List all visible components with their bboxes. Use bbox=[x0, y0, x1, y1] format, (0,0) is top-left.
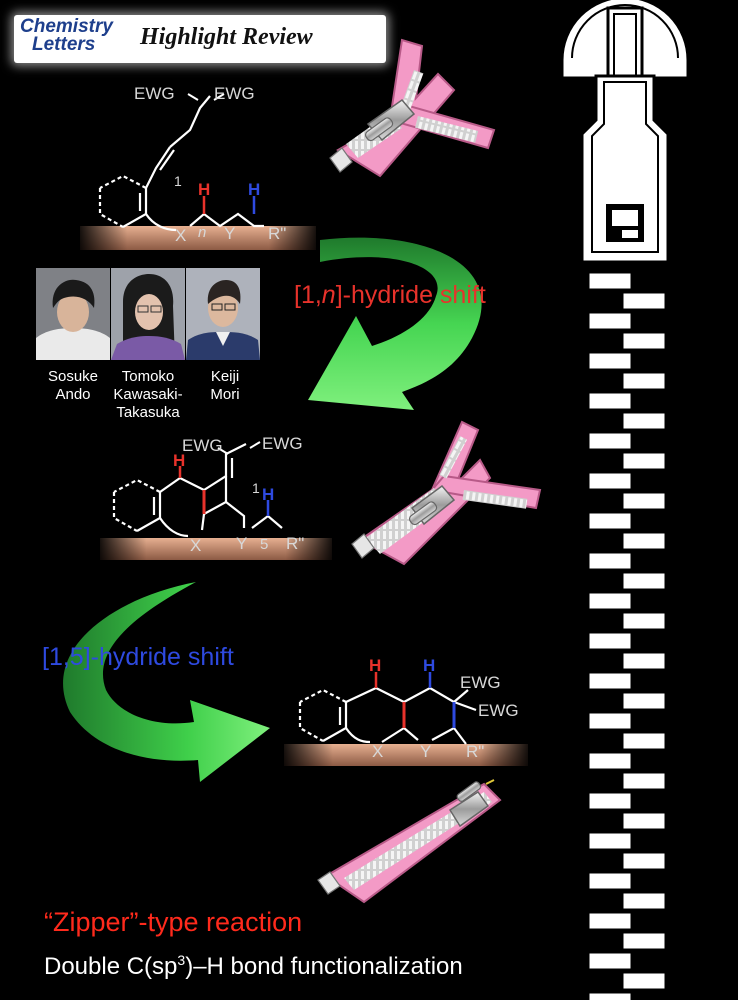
ewg-label: EWG bbox=[262, 434, 303, 453]
zipper-tooth bbox=[586, 390, 634, 412]
zipper-tooth bbox=[586, 430, 634, 452]
r-group-label: R" bbox=[286, 534, 304, 553]
curved-arrow-1 bbox=[308, 237, 482, 410]
pink-zipper-closed-icon bbox=[317, 779, 502, 904]
hydrogen-blue-label: H bbox=[423, 656, 435, 675]
zipper-tooth bbox=[586, 710, 634, 732]
hydrogen-red-label: H bbox=[173, 451, 185, 470]
zipper-tooth bbox=[620, 930, 668, 952]
position-label: 5 bbox=[260, 536, 268, 553]
author-name-3: Keiji Mori bbox=[210, 368, 240, 403]
zipper-reaction-tagline: “Zipper”-type reaction bbox=[44, 907, 303, 937]
molecule-1: EWG EWG 1 X n Y R" H H bbox=[80, 84, 316, 250]
zipper-tooth bbox=[586, 830, 634, 852]
zipper-tooth bbox=[586, 670, 634, 692]
zipper-tooth bbox=[620, 290, 668, 312]
zipper-tooth bbox=[586, 350, 634, 372]
zipper-tooth bbox=[586, 750, 634, 772]
hydrogen-red-label: H bbox=[198, 180, 210, 199]
journal-logo-line1: Chemistry bbox=[20, 16, 113, 37]
journal-banner: Chemistry Letters Highlight Review bbox=[14, 15, 386, 63]
ewg-label: EWG bbox=[182, 436, 223, 455]
journal-logo-line2: Letters bbox=[32, 34, 96, 55]
zipper-tooth bbox=[620, 810, 668, 832]
zipper-pull-head bbox=[560, 0, 690, 264]
atom-y-label: Y bbox=[236, 534, 247, 553]
atom-y-label: Y bbox=[420, 742, 431, 761]
r-group-label: R" bbox=[268, 224, 286, 243]
big-zipper-icon bbox=[560, 0, 690, 1000]
zipper-tooth bbox=[586, 590, 634, 612]
zipper-tooth bbox=[586, 270, 634, 292]
zipper-tooth bbox=[586, 950, 634, 972]
zipper-tooth bbox=[586, 550, 634, 572]
zipper-tooth bbox=[620, 570, 668, 592]
atom-y-label: Y bbox=[224, 224, 235, 243]
r-group-label: R" bbox=[466, 742, 484, 761]
ewg-label: EWG bbox=[134, 84, 175, 103]
molecule-3: EWG EWG X Y R" H H bbox=[284, 656, 528, 766]
atom-x-label: X bbox=[190, 536, 201, 555]
pink-zipper-half-open-icon bbox=[351, 420, 542, 566]
atom-x-label: X bbox=[175, 226, 186, 245]
ewg-label: EWG bbox=[460, 673, 501, 692]
pink-zipper-open-icon bbox=[329, 38, 496, 178]
zipper-tooth bbox=[620, 690, 668, 712]
zipper-tooth bbox=[620, 410, 668, 432]
functionalization-subtitle: Double C(sp3)–H bond functionalization bbox=[44, 952, 463, 980]
zipper-tooth bbox=[620, 530, 668, 552]
zipper-tooth bbox=[586, 310, 634, 332]
ewg-label: EWG bbox=[478, 701, 519, 720]
zipper-tooth bbox=[620, 370, 668, 392]
zipper-tooth bbox=[620, 450, 668, 472]
hydride-shift-n-label: [1,n]-hydride shift bbox=[294, 281, 486, 309]
author-photo-2 bbox=[111, 268, 185, 360]
banner-title: Highlight Review bbox=[140, 24, 313, 50]
curved-arrow-2 bbox=[63, 582, 270, 782]
hydrogen-blue-label: H bbox=[262, 485, 274, 504]
zipper-tooth bbox=[620, 970, 668, 992]
zipper-tooth bbox=[620, 770, 668, 792]
atom-x-label: X bbox=[372, 742, 383, 761]
zipper-tooth bbox=[620, 330, 668, 352]
hydrogen-red-label: H bbox=[369, 656, 381, 675]
zipper-tooth bbox=[620, 890, 668, 912]
journal-logo: Chemistry Letters bbox=[20, 16, 128, 58]
zipper-tooth bbox=[620, 850, 668, 872]
hydride-shift-5-label: [1,5]-hydride shift bbox=[42, 643, 234, 671]
author-photo-3 bbox=[186, 268, 260, 360]
ewg-label: EWG bbox=[214, 84, 255, 103]
zipper-tooth bbox=[586, 870, 634, 892]
zipper-tooth bbox=[586, 510, 634, 532]
zipper-tooth bbox=[620, 650, 668, 672]
zipper-tooth bbox=[586, 470, 634, 492]
author-name-2: Tomoko Kawasaki- Takasuka bbox=[113, 368, 183, 421]
position-label: 1 bbox=[252, 480, 260, 496]
zipper-tooth bbox=[620, 610, 668, 632]
author-name-1: Sosuke Ando bbox=[47, 368, 99, 403]
zipper-tooth bbox=[586, 910, 634, 932]
author-photo-1 bbox=[36, 268, 110, 360]
hydrogen-blue-label: H bbox=[248, 180, 260, 199]
zipper-tooth bbox=[620, 490, 668, 512]
zipper-tooth bbox=[586, 630, 634, 652]
position-label: 1 bbox=[174, 173, 182, 189]
zipper-tooth bbox=[620, 730, 668, 752]
zipper-tooth bbox=[586, 790, 634, 812]
molecule-2: EWG EWG 1 X Y 5 R" H H bbox=[100, 434, 332, 560]
chain-n-label: n bbox=[198, 224, 206, 241]
zipper-tooth bbox=[586, 990, 634, 1000]
zipper-teeth bbox=[586, 270, 668, 1000]
